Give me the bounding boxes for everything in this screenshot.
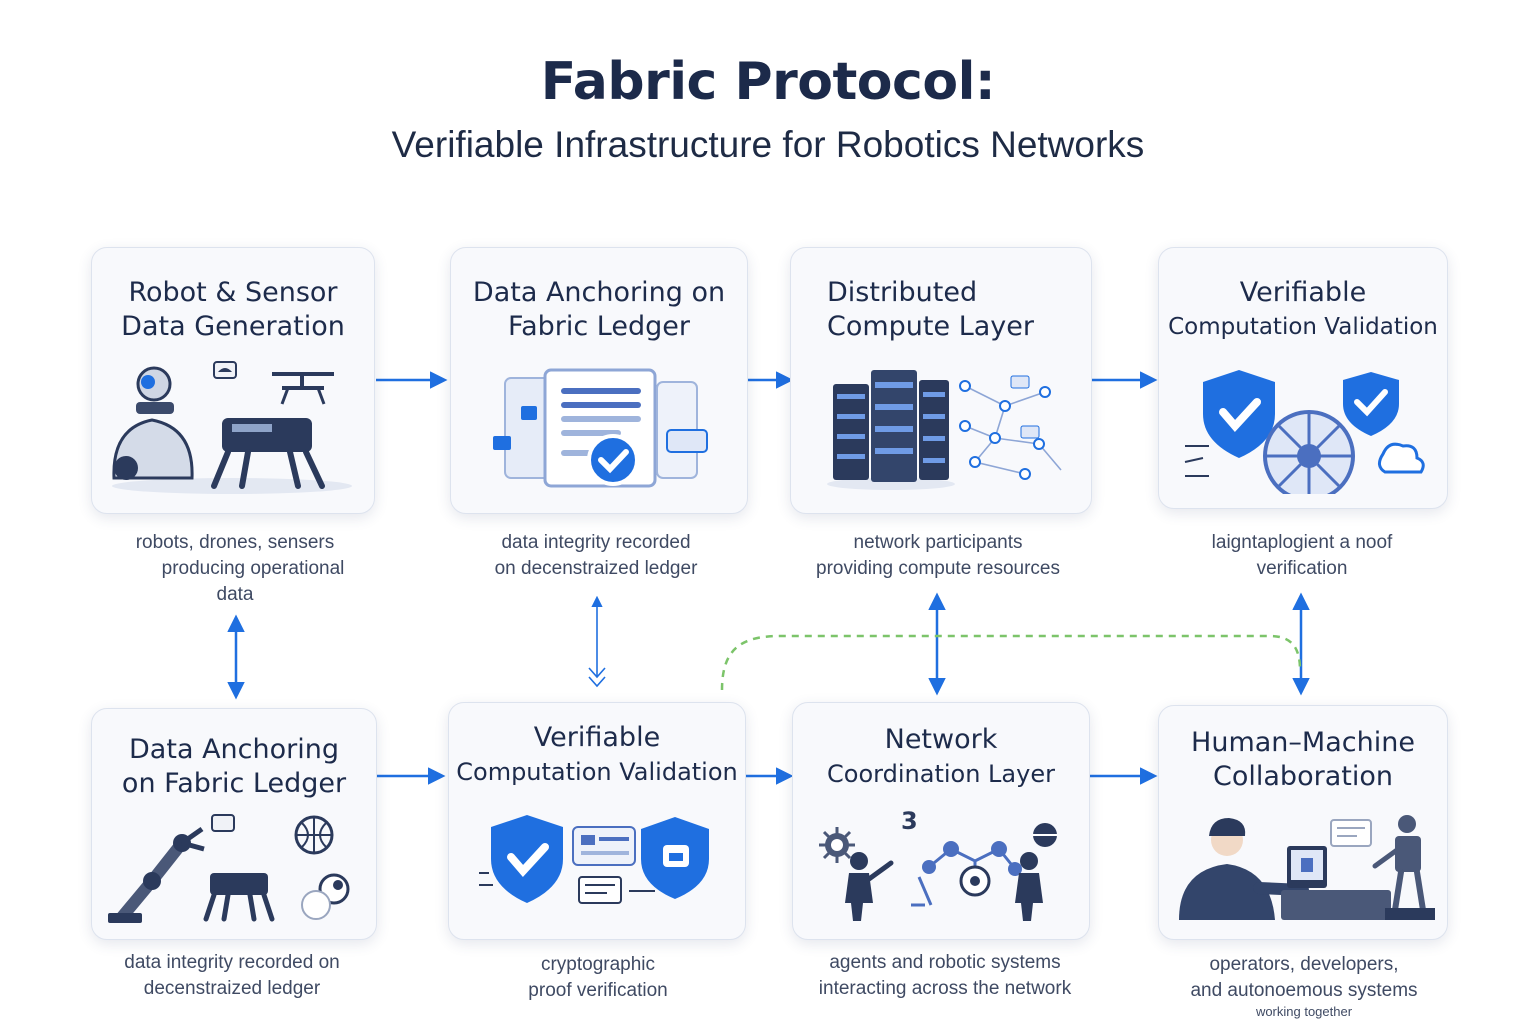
caption-line: robots, drones, sensers xyxy=(135,532,335,553)
card-title-line2: Computation Validation xyxy=(456,758,738,786)
caption-data-anchoring: data integrity recorded on decenstraized… xyxy=(460,530,732,582)
card-title-line2: Coordination Layer xyxy=(827,760,1055,788)
caption-line: data integrity recorded xyxy=(501,532,691,553)
card-title-line1: Verifiable xyxy=(533,722,661,753)
caption-verifiable-validation-2: cryptographic proof verification xyxy=(462,952,734,1004)
server-network-icon xyxy=(827,370,1062,490)
feedback-loop xyxy=(720,634,1302,691)
card-title-line2: on Fabric Ledger xyxy=(121,768,347,799)
arrow-v2-chevrons xyxy=(588,667,606,688)
caption-robot-sensor: robots, drones, sensers producing operat… xyxy=(100,530,370,608)
card-title-line1: Verifiable xyxy=(1239,277,1367,308)
diagram-title: Fabric Protocol: xyxy=(540,52,996,112)
card-title-line1: Network xyxy=(884,724,998,755)
caption-line: decenstraized ledger xyxy=(143,978,321,999)
caption-line: interacting across the network xyxy=(818,978,1072,999)
robot-sensor-icon xyxy=(112,361,352,494)
svg-text:3: 3 xyxy=(901,809,918,835)
caption-line: data xyxy=(216,584,254,605)
caption-network-coordination: agents and robotic systems interacting a… xyxy=(800,950,1090,1002)
card-title-line1: Distributed xyxy=(827,277,978,308)
caption-data-anchoring-2: data integrity recorded on decenstraized… xyxy=(96,950,368,1002)
caption-line: agents and robotic systems xyxy=(829,952,1061,973)
caption-line: network participants xyxy=(853,532,1023,553)
caption-line: cryptographic xyxy=(540,954,656,975)
caption-human-machine: operators, developers, and autonoemous s… xyxy=(1166,952,1442,1020)
card-title-line1: Human–Machine xyxy=(1191,727,1415,758)
caption-line: providing compute resources xyxy=(816,558,1060,579)
card-title-line1: Robot & Sensor xyxy=(128,277,338,308)
caption-line: data integrity recorded on xyxy=(124,952,340,973)
card-title-line2: Compute Layer xyxy=(827,311,1034,342)
shield-check-icon xyxy=(1184,370,1425,494)
caption-line: proof verification xyxy=(528,980,668,1001)
caption-line: producing operational xyxy=(161,558,345,579)
card-title-line1: Data Anchoring on xyxy=(472,277,726,308)
caption-line: verification xyxy=(1256,558,1348,579)
operator-robot-icon xyxy=(1179,815,1435,920)
card-title-line2: Data Generation xyxy=(121,311,345,342)
shield-proof-icon xyxy=(479,815,709,904)
caption-extra: working together xyxy=(1255,1004,1353,1019)
caption-line: and autonoemous systems xyxy=(1190,980,1418,1001)
card-title-line2: Fabric Ledger xyxy=(508,311,690,342)
caption-line: laigntaplogient a noof xyxy=(1211,532,1393,553)
ledger-check-icon xyxy=(493,368,708,488)
caption-line: on decenstraized ledger xyxy=(494,558,698,579)
card-title-line1: Data Anchoring xyxy=(129,734,339,765)
diagram-subtitle: Verifiable Infrastructure for Robotics N… xyxy=(391,124,1145,165)
caption-verifiable-validation: laigntaplogient a noof verification xyxy=(1166,530,1438,582)
robot-arm-icon xyxy=(108,814,350,923)
agents-network-icon: 3 xyxy=(819,809,1057,921)
caption-distributed-compute: network participants providing compute r… xyxy=(798,530,1078,582)
caption-line: operators, developers, xyxy=(1209,954,1399,975)
card-title-line2: Computation Validation xyxy=(1168,314,1438,340)
card-title-line2: Collaboration xyxy=(1213,761,1393,792)
